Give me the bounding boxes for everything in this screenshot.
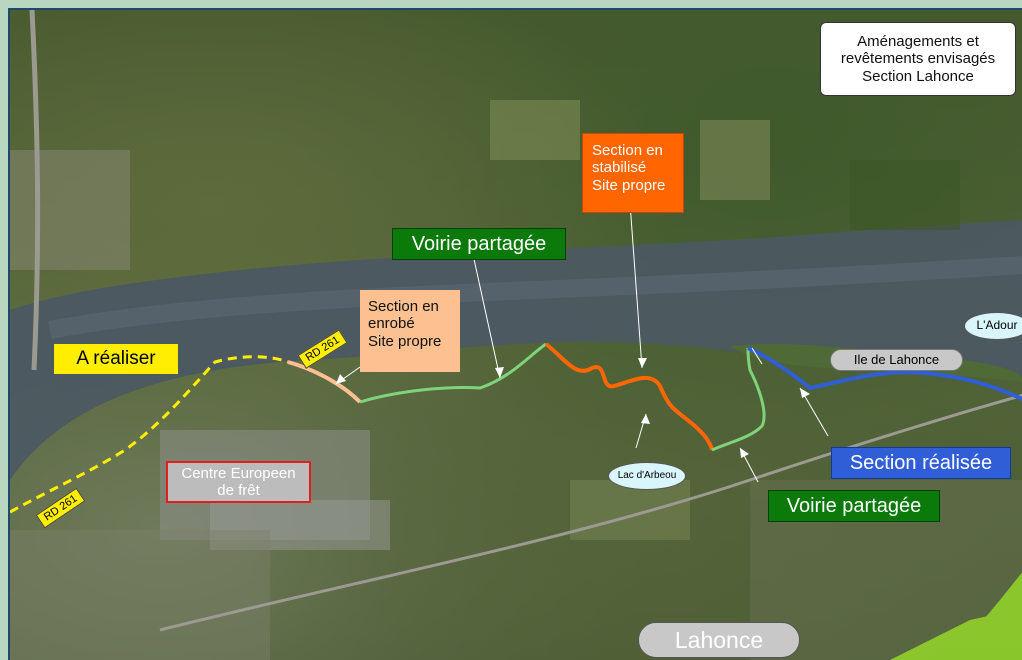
railway: [159, 394, 1022, 632]
urban-area: [10, 530, 270, 660]
pointer-stabilise: [629, 202, 643, 369]
label-l-adour: L'Adour: [964, 312, 1022, 340]
label-a-realiser-text: A réaliser: [76, 348, 156, 370]
motorway: [29, 10, 41, 371]
centre-line-1: Centre Europeen: [181, 464, 296, 482]
pointer-voirie-north: [471, 249, 501, 379]
pointer-stabilise-head: [638, 358, 647, 368]
map-title-box: Aménagements et revêtements envisagés Se…: [820, 22, 1016, 96]
river-highlight: [48, 256, 1022, 339]
label-section-realisee: Section réalisée: [831, 447, 1011, 479]
label-voirie-partagee-north: Voirie partagée: [392, 228, 566, 260]
label-a-realiser: A réaliser: [54, 344, 178, 374]
industrial-zone: [210, 500, 390, 550]
centre-line-2: de frêt: [217, 482, 260, 499]
realisee-text: Section réalisée: [849, 451, 993, 474]
voirie-south-text: Voirie partagée: [786, 494, 922, 517]
label-centre-europeen: Centre Europeen de frêt: [166, 461, 311, 503]
title-line-3: Section Lahonce: [862, 67, 974, 85]
pointer-voirie-south-head: [740, 448, 749, 458]
label-lac-d-arbeou: Lac d'Arbeou: [608, 462, 686, 490]
route-voirie-north: [359, 342, 547, 404]
lahonce-text: Lahonce: [674, 626, 764, 653]
enrobe-line-2: enrobé: [368, 315, 415, 333]
map-overlay: [10, 10, 1022, 660]
arbeou-text: Lac d'Arbeou: [617, 470, 677, 482]
adour-text: L'Adour: [976, 318, 1018, 333]
stabilise-line-2: stabilisé: [592, 159, 647, 177]
pointer-voirie-north-head: [495, 367, 504, 378]
route-enrobe: [287, 360, 362, 404]
pointer-enrobe-head: [336, 374, 346, 384]
urban-area: [10, 150, 130, 270]
enrobe-line-3: Site propre: [368, 332, 442, 350]
voirie-north-text: Voirie partagée: [411, 232, 547, 255]
stabilise-line-1: Section en: [592, 142, 663, 159]
field-patch: [700, 120, 770, 200]
palm-leaves-decoration: [890, 572, 1022, 660]
route-to-build: [10, 355, 289, 514]
label-section-enrobe: Section en enrobé Site propre: [360, 290, 460, 372]
field-patch: [490, 100, 580, 160]
label-ile-de-lahonce: Ile de Lahonce: [830, 349, 963, 371]
field-patch: [570, 480, 690, 540]
label-lahonce: Lahonce: [638, 622, 800, 658]
pointer-lac-head: [641, 414, 650, 424]
stabilise-line-3: Site propre: [592, 176, 666, 194]
aerial-map[interactable]: Aménagements et revêtements envisagés Se…: [8, 8, 1022, 660]
title-line-2: revêtements envisagés: [840, 50, 996, 68]
pointer-realisee-2: [751, 347, 763, 365]
field-patch: [850, 160, 960, 230]
route-voirie-south: [711, 347, 766, 452]
label-section-stabilise: Section en stabilisé Site propre: [582, 133, 684, 213]
route-realisee: [747, 346, 1022, 402]
label-voirie-partagee-south: Voirie partagée: [768, 490, 940, 522]
ile-text: Ile de Lahonce: [853, 351, 940, 367]
title-line-1: Aménagements et: [857, 33, 979, 51]
route-stabilise: [544, 342, 714, 451]
enrobe-line-1: Section en: [368, 298, 439, 315]
pointer-realisee-head: [800, 388, 810, 398]
